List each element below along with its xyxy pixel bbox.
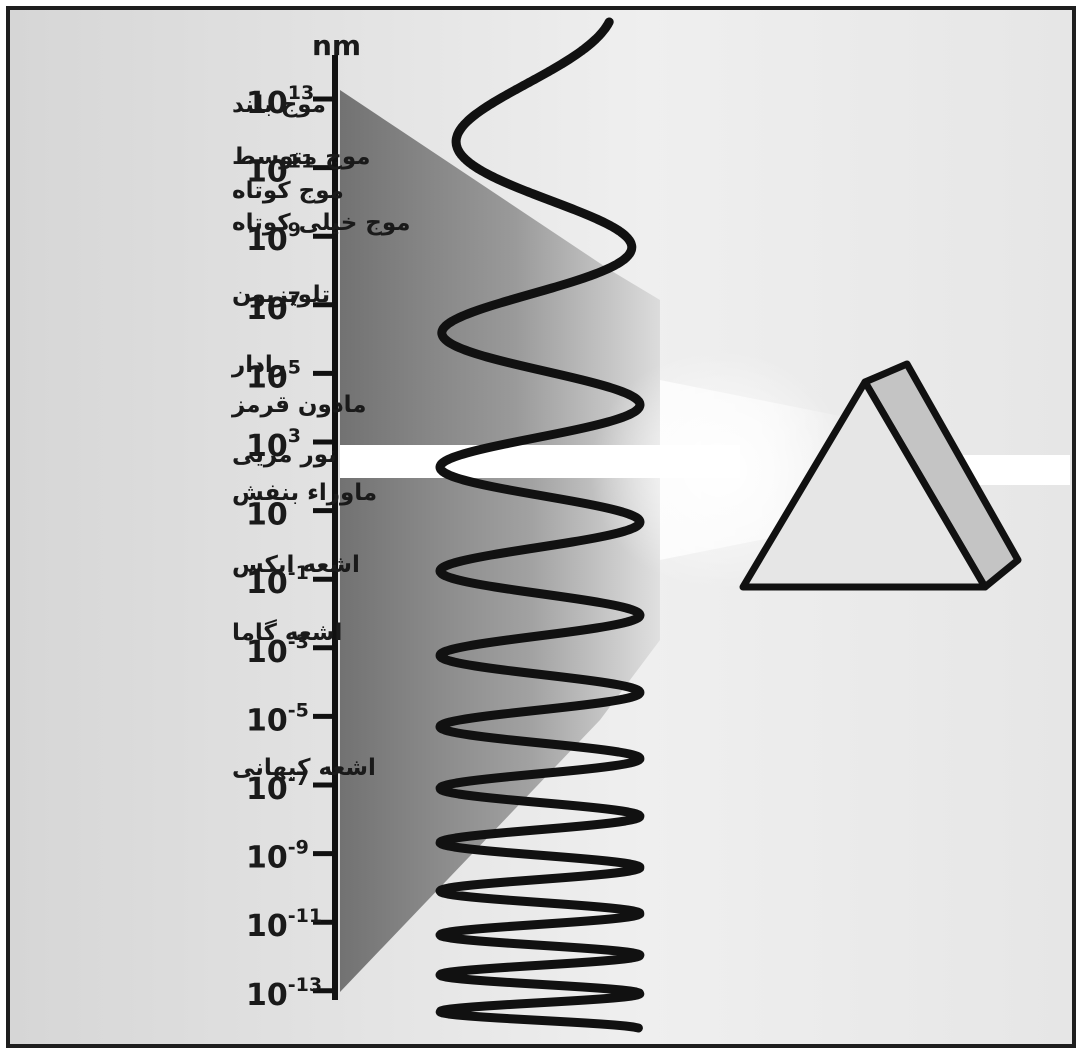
- visible-band-strip: [340, 445, 740, 478]
- band-infrared: مادون قرمز: [231, 392, 367, 418]
- tick-label: 10: [246, 498, 288, 533]
- band-television: تلویزیون: [232, 282, 330, 308]
- wedge-upper: [340, 90, 660, 445]
- prism-icon: [739, 360, 1022, 591]
- band-gamma-ray: اشعه گاما: [232, 619, 342, 646]
- wave-icon: [435, 17, 645, 1033]
- band-long-wave: موج بلند: [232, 92, 326, 118]
- band-labels: موج بلند موج متوسط موج کوتاه موج خیلی کو…: [231, 92, 411, 781]
- band-visible-light: نور مریی: [232, 442, 337, 468]
- tick-label: 10-9: [246, 837, 309, 876]
- band-ultraviolet: ماوراء بنفش: [232, 480, 377, 506]
- tick-label: 10-11: [246, 905, 322, 944]
- band-medium-wave: موج متوسط: [232, 144, 371, 170]
- prism-edge: [863, 381, 987, 588]
- tick-label: 10-5: [246, 699, 309, 738]
- band-short-wave: موج کوتاه: [232, 178, 344, 204]
- band-very-short-wave: موج خیلی کوتاه: [232, 210, 411, 236]
- axis-unit: nm: [312, 29, 361, 62]
- tick-label: 10-13: [246, 974, 322, 1013]
- tick-label: 10-7: [246, 768, 309, 807]
- band-x-ray: اشعه ایکس: [232, 552, 360, 578]
- band-radar: رادار: [231, 352, 286, 378]
- band-cosmic-ray: اشعه کیهانی: [232, 755, 376, 781]
